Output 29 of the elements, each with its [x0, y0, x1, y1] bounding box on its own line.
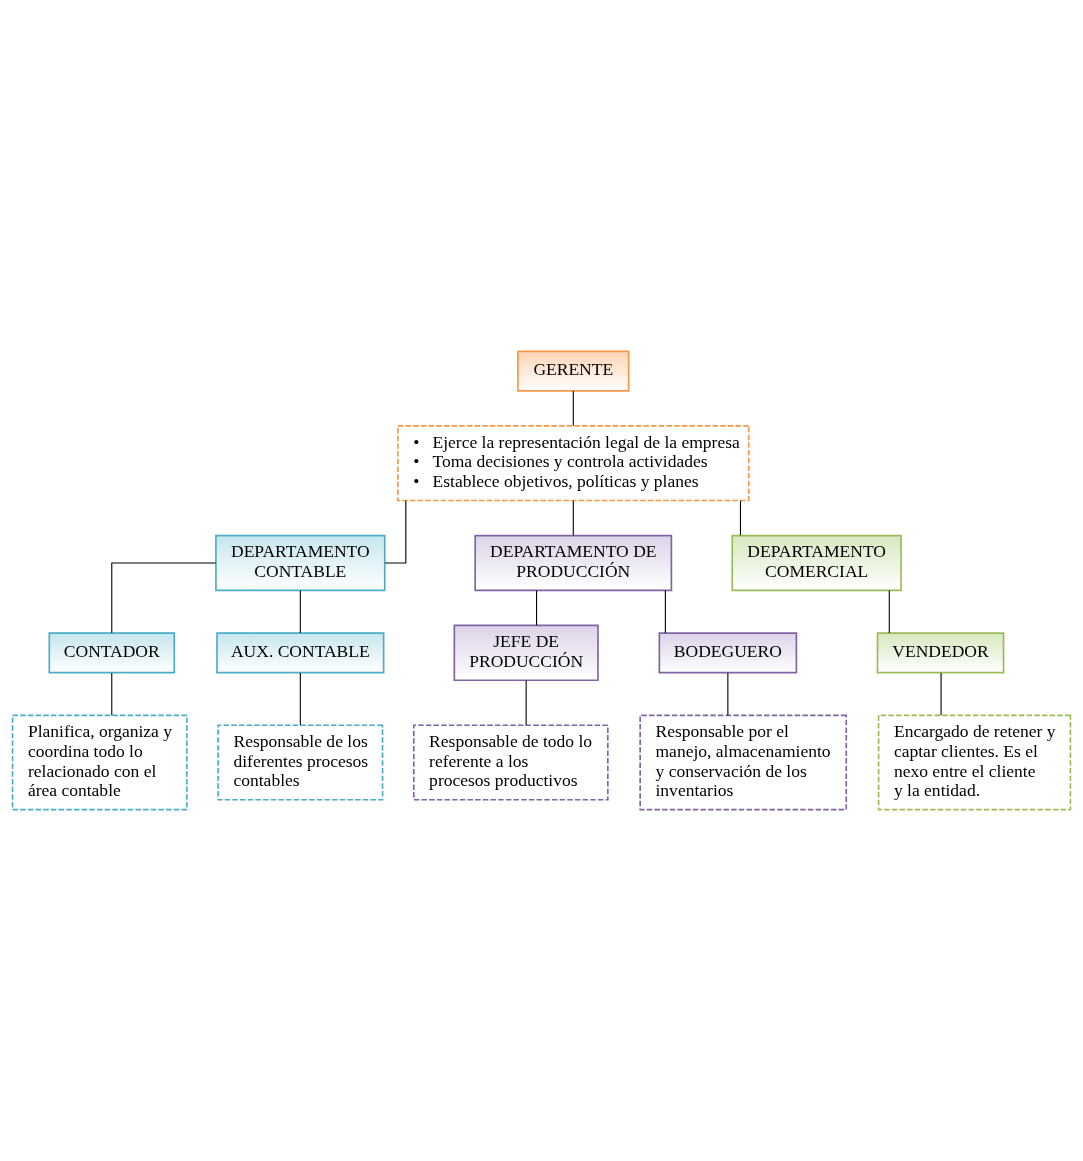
node-box: JEFE DE PRODUCCIÓN: [453, 624, 599, 682]
connector: [572, 500, 574, 536]
node-box: BODEGUERO: [658, 632, 798, 674]
node-box: DEPARTAMENTO DE PRODUCCIÓN: [474, 534, 673, 592]
node-box: GERENTE: [517, 350, 630, 392]
node-box: • Ejerce la representación legal de la empresa • Toma decisiones y controla actividades • Establece objetivos, políticas y planes: [397, 425, 750, 502]
connector: [536, 589, 538, 626]
node-box: AUX. CONTABLE: [216, 632, 385, 674]
node-box: Responsable de todo lo referente a los procesos productivos: [412, 724, 609, 801]
connector: [384, 500, 407, 564]
connector: [111, 562, 217, 634]
connector: [940, 672, 942, 716]
node-box: CONTADOR: [48, 632, 176, 674]
connector: [572, 390, 574, 427]
connector: [111, 672, 113, 716]
connector: [727, 672, 729, 716]
node-box: VENDEDOR: [876, 632, 1005, 674]
node-box: Responsable por el manejo, almacenamiento y conservación de los inventarios: [639, 714, 848, 811]
node-box: DEPARTAMENTO COMERCIAL: [731, 534, 902, 592]
connector: [739, 500, 741, 536]
connector: [299, 672, 301, 726]
connector: [664, 589, 666, 634]
node-box: DEPARTAMENTO CONTABLE: [215, 534, 386, 592]
connector: [525, 679, 527, 726]
node-box: Encargado de retener y captar clientes. Es el nexo entre el cliente y la entidad.: [877, 714, 1072, 811]
node-box: Planifica, organiza y coordina todo lo relacionado con el área contable: [11, 714, 188, 811]
connector: [888, 589, 890, 634]
node-box: Responsable de los diferentes procesos contables: [217, 724, 384, 801]
connector: [299, 589, 301, 634]
